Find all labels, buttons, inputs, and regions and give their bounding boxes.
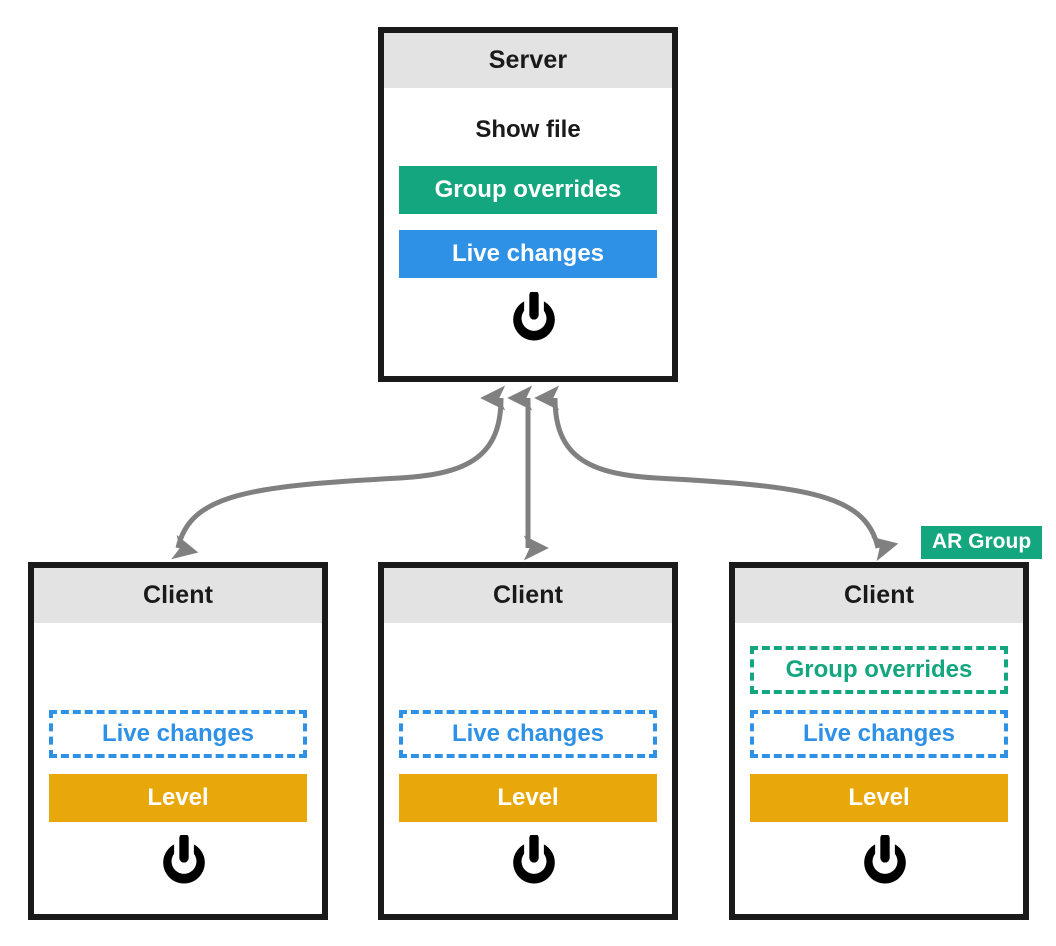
server-node[interactable]: Server Show file Group overrides Live ch… xyxy=(378,27,678,382)
client-3-header: Client xyxy=(735,568,1023,623)
connector-server-client-1 xyxy=(171,385,506,560)
client-1-row-level[interactable]: Level xyxy=(49,774,307,822)
client-2-row-level[interactable]: Level xyxy=(399,774,657,822)
ar-group-badge: AR Group xyxy=(921,526,1043,560)
server-header: Server xyxy=(384,33,672,88)
server-row-live-changes[interactable]: Live changes xyxy=(399,230,657,278)
client-3-row-level[interactable]: Level xyxy=(750,774,1008,822)
client-2-header: Client xyxy=(384,568,672,623)
power-icon[interactable] xyxy=(158,835,210,887)
client-3-row-group-overrides[interactable]: Group overrides xyxy=(750,646,1008,694)
server-row-group-overrides[interactable]: Group overrides xyxy=(399,166,657,214)
server-row-show-file[interactable]: Show file xyxy=(475,116,581,143)
connector-server-client-3 xyxy=(534,385,899,562)
client-1-body: Live changes Level xyxy=(34,623,322,914)
client-1-row-live-changes[interactable]: Live changes xyxy=(49,710,307,758)
client-3-body: Group overrides Live changes Level xyxy=(735,623,1023,914)
power-icon[interactable] xyxy=(508,835,560,887)
client-3-row-live-changes[interactable]: Live changes xyxy=(750,710,1008,758)
client-node-2[interactable]: Client Live changes Level xyxy=(378,562,678,920)
power-icon[interactable] xyxy=(859,835,911,887)
server-body: Show file Group overrides Live changes xyxy=(384,88,672,376)
client-node-1[interactable]: Client Live changes Level xyxy=(28,562,328,920)
power-icon[interactable] xyxy=(508,292,560,344)
client-2-body: Live changes Level xyxy=(384,623,672,914)
client-2-row-live-changes[interactable]: Live changes xyxy=(399,710,657,758)
client-1-header: Client xyxy=(34,568,322,623)
client-node-3[interactable]: Client Group overrides Live changes Leve… xyxy=(729,562,1029,920)
